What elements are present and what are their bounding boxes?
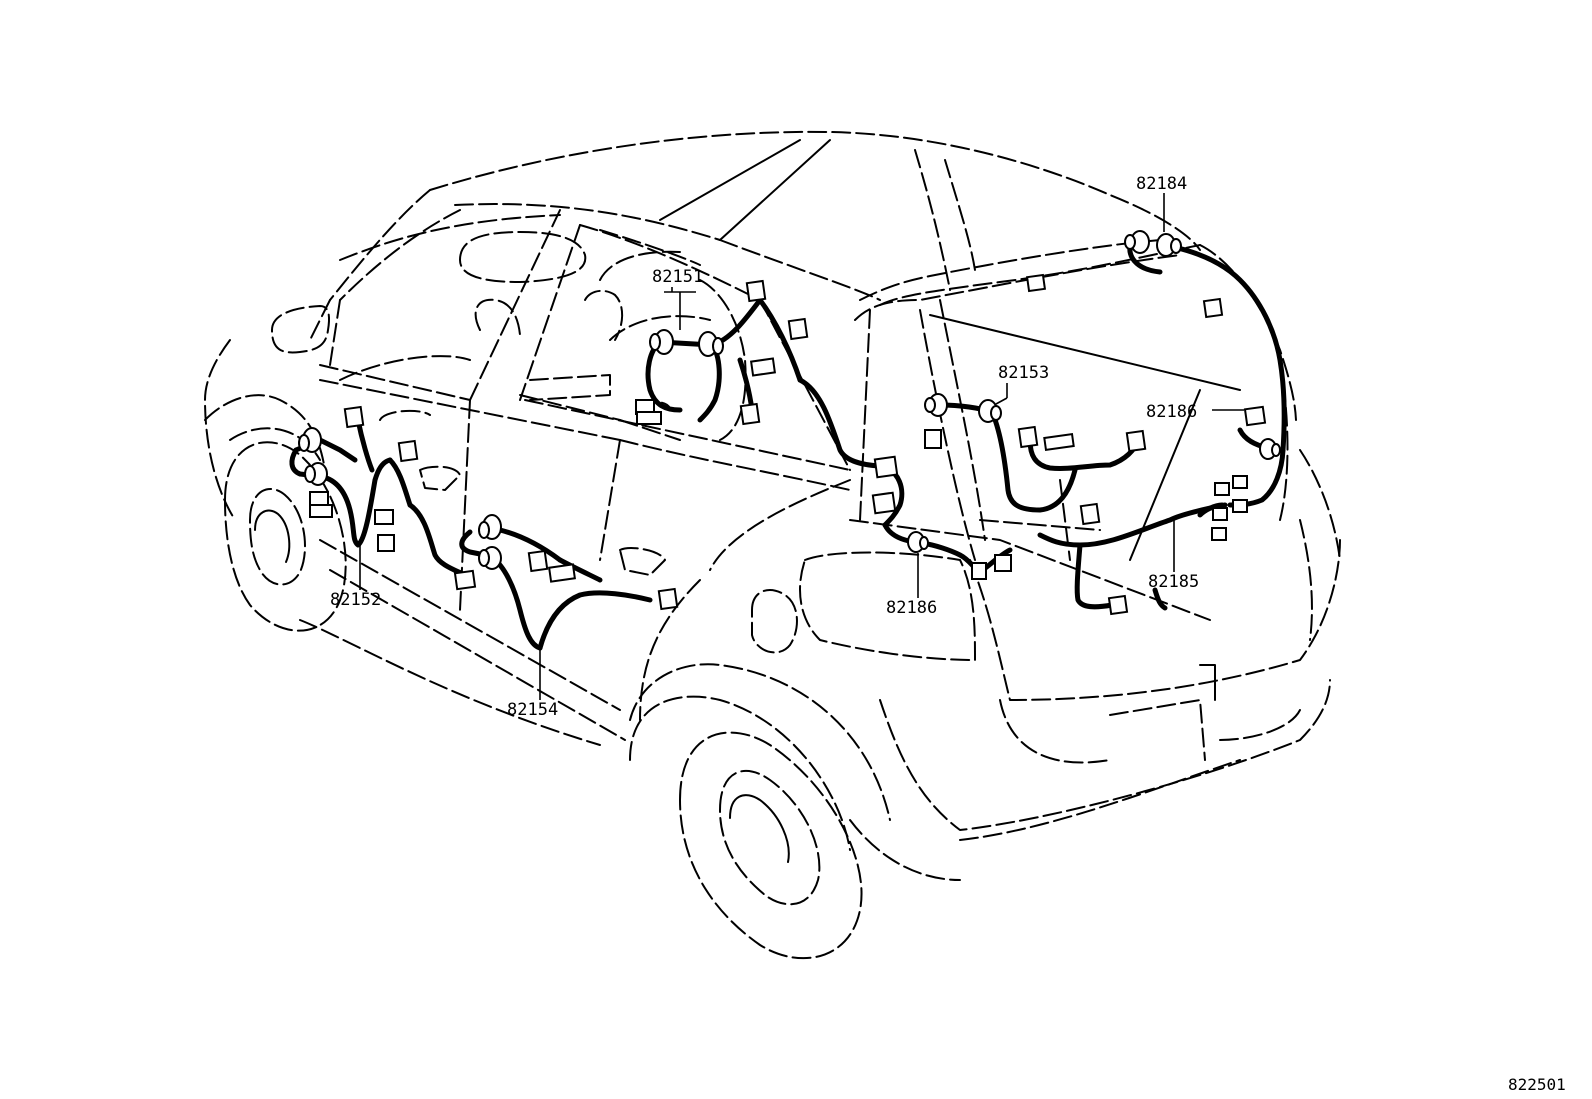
label-82151: 82151: [652, 267, 703, 287]
label-82152: 82152: [330, 590, 381, 610]
connectors: [309, 273, 1267, 616]
leader-lines: [359, 193, 1244, 700]
label-82154: 82154: [507, 700, 558, 720]
label-82185: 82185: [1148, 572, 1199, 592]
grommets: [298, 230, 1281, 570]
label-82153: 82153: [998, 363, 1049, 383]
part-labels: 82184 82151 82153 82186 82152 82186 8218…: [330, 174, 1566, 1094]
label-82184: 82184: [1136, 174, 1187, 194]
label-82186-top: 82186: [1146, 402, 1197, 422]
figure-reference-number: 822501: [1508, 1075, 1566, 1094]
car-body: [204, 130, 1341, 960]
label-82186-bottom: 82186: [886, 598, 937, 618]
